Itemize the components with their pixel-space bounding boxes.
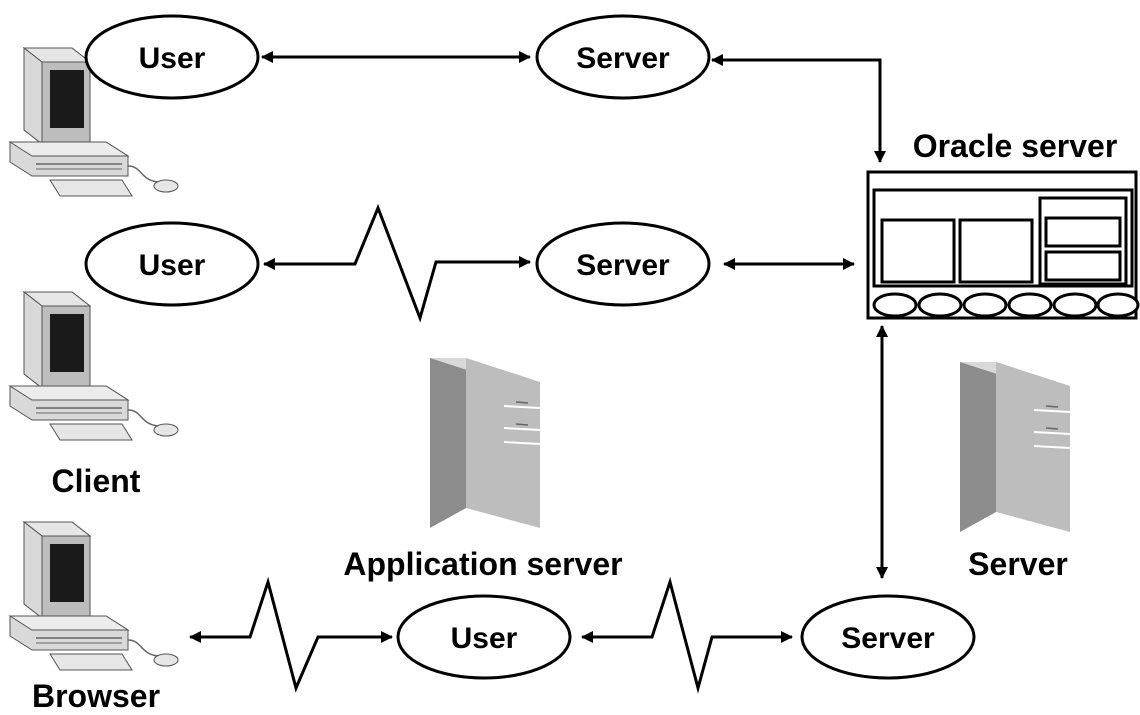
desktop-computer-icon <box>9 521 179 671</box>
node-user-top: User <box>84 14 260 100</box>
svg-text:User: User <box>451 622 518 655</box>
connector-user-server-mid <box>263 203 531 323</box>
svg-text:Server: Server <box>841 622 935 655</box>
svg-text:Server: Server <box>576 42 670 75</box>
svg-text:User: User <box>139 249 206 282</box>
desktop-computer-icon <box>9 291 179 441</box>
label-oracle-server: Oracle server <box>913 128 1118 164</box>
node-user-mid: User <box>84 221 260 307</box>
node-server-bottom: Server <box>800 594 976 680</box>
server-tower-icon <box>429 357 541 529</box>
connector-server-oracle <box>711 54 886 163</box>
svg-text:User: User <box>139 42 206 75</box>
label-application-server: Application server <box>343 546 622 582</box>
node-server-mid: Server <box>535 221 711 307</box>
connectors <box>189 51 888 694</box>
database-server-icon <box>866 170 1140 320</box>
connector-user-server-bottom <box>581 576 793 694</box>
svg-text:Server: Server <box>576 249 670 282</box>
label-client: Client <box>52 463 141 499</box>
node-server-top: Server <box>535 14 711 100</box>
node-user-bottom: User <box>396 594 572 680</box>
label-browser: Browser <box>32 678 160 714</box>
label-server: Server <box>968 546 1068 582</box>
server-tower-icon <box>959 361 1071 533</box>
connector-browser-user <box>189 576 393 693</box>
